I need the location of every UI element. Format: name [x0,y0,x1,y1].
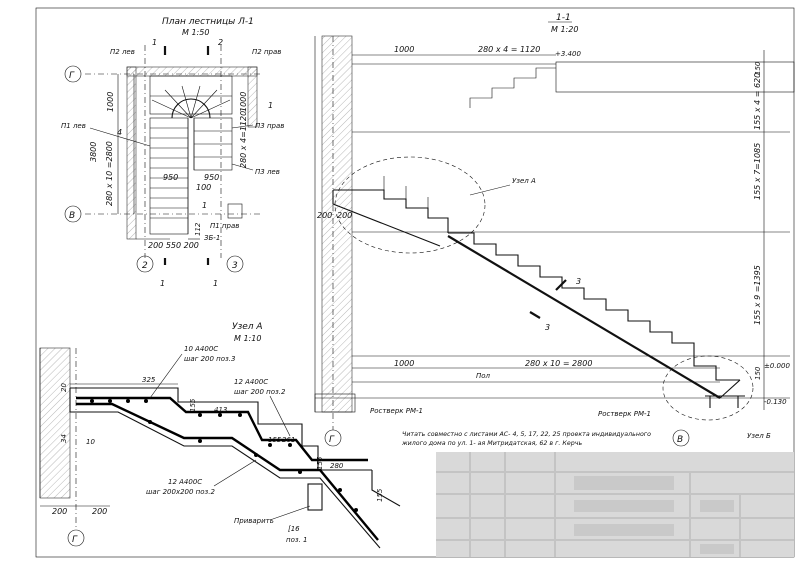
plan-dim-4: 4 [117,128,122,137]
section-elev-3400: +3.400 [555,50,581,58]
section-rostverk-2: Ростверк РМ-1 [598,410,651,418]
section-dim-280x10: 280 x 10 = 2800 [525,359,592,368]
title-block-blurred [436,452,794,557]
plan-wall-top [126,66,258,77]
plan-title: План лестницы Л-1 [162,17,254,27]
detail-plate-label: [16 [288,525,300,533]
plan-wall-right [247,66,258,128]
plan-p3-lev: П3 лев [255,168,280,176]
section-scale: М 1:20 [551,25,578,34]
detail-rebar3b: шаг 200х200 поз.2 [146,488,215,496]
plan-mark-1b: 1 [213,279,218,288]
section-note-line-2: жилого дома по ул. 1- ая Митридатская, 6… [401,440,582,447]
section-wall-left [321,35,353,413]
section-rostverk-1: Ростверк РМ-1 [370,407,423,415]
detail-plate-pos: поз. 1 [286,536,308,544]
section-dim-155x4: 155 x 4 = 620 [753,73,762,130]
plan-label-zb: ЗБ-1 [204,234,220,242]
detail-dim-155b: 155 [268,436,282,444]
section-dim-200b: 200 [337,211,352,220]
section-uzel-b: Узел Б [747,432,771,440]
detail-dim-155c: 155 [316,456,324,470]
section-dim-150a: 150 [754,61,762,75]
detail-dim-20: 20 [60,383,68,392]
detail-rebar1: 10 А400С [184,345,218,353]
section-note-line-1: Читать совместно с листами АС- 4, 5, 17,… [402,431,651,438]
plan-dim-950b: 950 [204,173,219,182]
section-pol: Пол [476,372,491,380]
plan-scale: М 1:50 [182,28,209,37]
plan-dim-280x10: 280 x 10 =2800 [105,141,114,206]
plan-p1-prav: П1 прав [210,222,239,230]
detail-dim-10: 10 [86,438,95,446]
detail-dim-413: 413 [214,406,227,414]
plan-dim-100: 100 [196,183,211,192]
detail-dim-34: 34 [60,434,68,443]
stair-plan: План лестницы Л-1 М 1:50 Г В 2 3 [61,17,284,288]
detail-title: Узел А [232,322,263,332]
detail-rebar1b: шаг 200 поз.3 [184,355,235,363]
plan-dim-112: 112 [194,222,202,236]
detail-rebar3: 12 А400С [168,478,202,486]
section-cut-3a: 3 [576,277,581,286]
detail-slab-outline [69,387,381,549]
plan-cut-2: 2 [218,38,223,47]
detail-dim-280: 280 [330,462,344,470]
detail-privarit: Приварить [234,517,274,525]
detail-scale: М 1:10 [234,334,261,343]
plan-p3-prav: П3 прав [255,122,284,130]
plan-axis-3: 3 [232,261,238,271]
detail-dim-261: 261 [282,436,295,444]
detail-rebar-bottom [76,402,379,541]
detail-dim-155a: 155 [189,398,197,412]
detail-dim-200b: 200 [92,507,107,516]
section-cut-3b: 3 [545,323,550,332]
plan-axis-g: Г [69,71,75,81]
section-top-slab [555,61,795,93]
plan-dim-950a: 950 [163,173,178,182]
plan-dim-3800: 3800 [89,142,98,162]
detail-rebar2: 12 А400С [234,378,268,386]
detail-wall [39,347,71,499]
section-dim-280x4: 280 x 4 = 1120 [478,45,540,54]
section-axis-g: Г [329,435,335,445]
section-dim-1000-bot: 1000 [394,359,414,368]
plan-dim-280x4: 280 x 4=1120 [239,111,248,168]
plan-axis-2: 2 [142,261,148,271]
section-dim-155x7: 155 x 7=1085 [753,143,762,200]
section-dim-155x9: 155 x 9 =1395 [753,265,762,325]
plan-dim-1000a: 1000 [106,92,115,112]
plan-dim-1000b: 1000 [239,92,248,112]
section-dim-200a: 200 [317,211,332,220]
detail-plate [307,483,323,511]
plan-p1-lev: П1 лев [61,122,86,130]
section-main-flight [447,235,721,399]
plan-mark-1a: 1 [160,279,165,288]
plan-dim-bottom: 200 550 200 [148,241,199,250]
plan-wall-left [126,66,137,240]
section-title: 1-1 [556,13,571,23]
section-uzel-a: Узел А [512,177,536,185]
plan-mark-1d: 1 [202,201,207,210]
detail-dim-325: 325 [142,376,156,384]
section-elev-000: ±0.000 [764,362,790,370]
detail-axis-g: Г [72,535,78,545]
plan-mark-1c: 1 [268,101,273,110]
section-dim-1000-top: 1000 [394,45,414,54]
detail-dim-155d: 155 [376,488,384,502]
plan-p2-lev: П2 лев [110,48,135,56]
section-dim-150b: 150 [754,366,762,380]
plan-cut-1: 1 [152,38,157,47]
detail-rebar2b: шаг 200 поз.2 [234,388,286,396]
sheet-frame [35,7,795,558]
stair-section: 1-1 М 1:20 +3.400 1000 280 x 4 = 1120 15… [314,13,795,447]
node-a-detail: Узел А М 1:10 10 А400С шаг 200 поз.3 12 … [39,322,401,549]
section-elev-130: -0.130 [764,398,787,406]
section-axis-v: В [677,435,683,445]
plan-axis-v: В [69,211,75,221]
plan-p2-prav: П2 прав [252,48,281,56]
detail-rebar-top [76,396,368,462]
detail-dim-200a: 200 [52,507,67,516]
